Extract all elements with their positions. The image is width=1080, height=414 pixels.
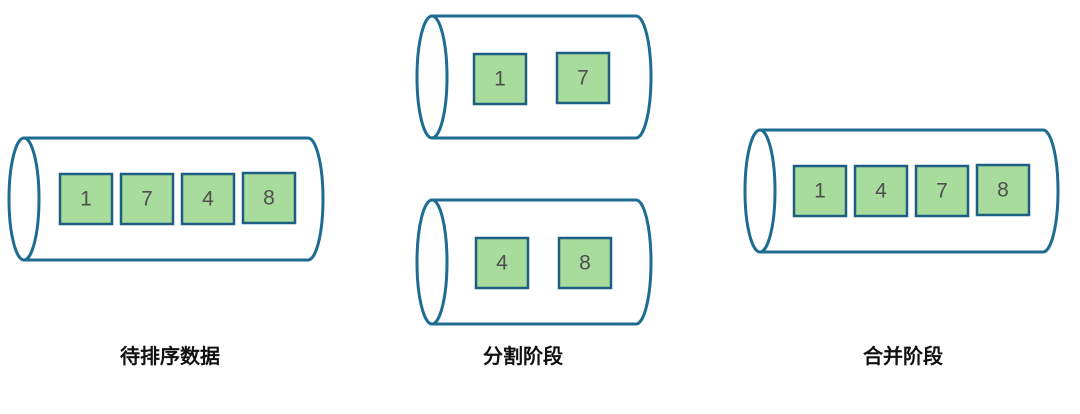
cell-value: 1 <box>494 68 506 91</box>
cell-box: 4 <box>474 236 530 290</box>
cell-value: 1 <box>814 180 826 203</box>
stage-label-unsorted: 待排序数据 <box>120 344 220 368</box>
cell-box: 1 <box>792 164 848 218</box>
tube-merge: 1 4 7 8 <box>743 128 1060 254</box>
stage-label-split: 分割阶段 <box>483 344 563 368</box>
stage-split: 1 7 4 8 分割阶段 <box>415 14 653 368</box>
cell-value: 4 <box>875 180 887 203</box>
stage-unsorted: 1 7 4 8 待排序数据 <box>7 136 325 368</box>
cell-box: 8 <box>557 236 613 290</box>
cell-value: 8 <box>579 252 591 275</box>
cell-box: 8 <box>975 163 1031 217</box>
cell-box: 7 <box>119 172 175 226</box>
tube-split-bottom: 4 8 <box>415 198 653 326</box>
tube-unsorted: 1 7 4 8 <box>7 136 325 262</box>
cell-box: 4 <box>180 172 236 226</box>
cell-box: 4 <box>853 164 909 218</box>
cell-value: 7 <box>577 67 589 90</box>
cell-box: 8 <box>241 171 297 225</box>
stage-label-merge: 合并阶段 <box>863 344 943 368</box>
cell-value: 4 <box>202 188 214 211</box>
cell-value: 1 <box>80 188 92 211</box>
cell-box: 1 <box>472 52 528 106</box>
cell-value: 8 <box>263 187 275 210</box>
cell-value: 4 <box>496 252 508 275</box>
stage-merge: 1 4 7 8 合并阶段 <box>743 128 1060 368</box>
cell-value: 7 <box>141 188 153 211</box>
tube-split-top: 1 7 <box>415 14 653 140</box>
cell-value: 8 <box>997 179 1009 202</box>
cell-box: 1 <box>58 172 114 226</box>
cell-box: 7 <box>555 51 611 105</box>
cell-value: 7 <box>936 180 948 203</box>
cell-box: 7 <box>914 164 970 218</box>
